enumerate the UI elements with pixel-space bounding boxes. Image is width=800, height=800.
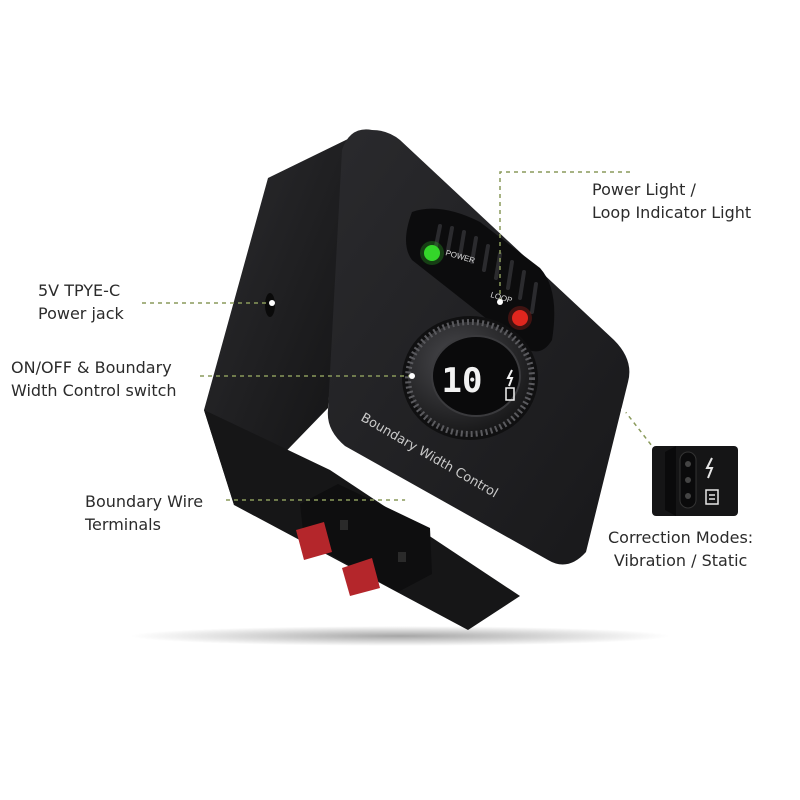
terminal-block [300,484,432,592]
terminal-red-2 [342,558,380,596]
leader-lines [142,171,653,501]
callout-switch-line2: Width Control switch [11,381,177,400]
callout-modes-line1: Correction Modes: [608,528,754,547]
leader-dots [269,299,627,503]
callout-indicator-line2: Loop Indicator Light [592,203,752,222]
vibration-icon [705,489,719,505]
terminal-red-1 [296,522,332,560]
callout-terminals: Boundary Wire Terminals [85,490,203,536]
knob-display-value: 10 [442,361,483,401]
loop-led [512,310,528,326]
terminal-hole-1 [340,520,348,530]
device-side [204,137,352,505]
callout-indicator: Power Light / Loop Indicator Light [592,178,751,224]
battery-icon [505,387,515,401]
leader-line-indicator [499,171,632,302]
power-led-glow [420,241,444,265]
terminal-hole-2 [398,552,406,562]
callout-modes: Correction Modes: Vibration / Static [608,526,753,572]
callout-switch-line1: ON/OFF & Boundary [11,358,172,377]
callout-modes-line2: Vibration / Static [613,551,748,570]
callout-power-jack: 5V TPYE-C Power jack [38,279,124,325]
callout-terminals-line1: Boundary Wire [85,492,204,511]
callout-terminals-line2: Terminals [85,515,161,534]
leader-line-modes [623,409,653,447]
loop-led-glow [508,306,532,330]
mode-switch-inset [652,446,738,516]
power-led [424,245,440,261]
floor-shadow [130,626,670,646]
callout-power-jack-line1: 5V TPYE-C [38,281,121,300]
callout-switch: ON/OFF & Boundary Width Control switch [11,356,177,402]
callout-indicator-line1: Power Light / [592,180,696,199]
lightning-icon [705,457,714,479]
control-knob[interactable] [402,316,538,440]
callout-power-jack-line2: Power jack [38,304,124,323]
lightning-icon [506,369,514,387]
